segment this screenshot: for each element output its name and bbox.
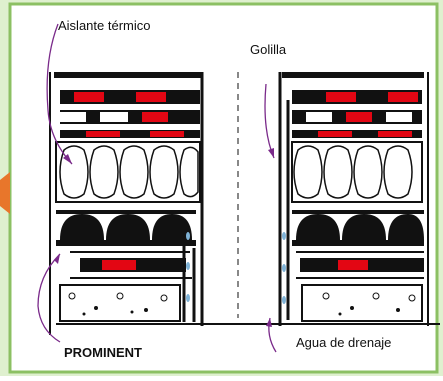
left-wall	[49, 72, 440, 335]
arrowhead-insulation	[63, 154, 72, 164]
label-prominent: PROMINENT	[64, 345, 142, 360]
arrowhead-washer	[268, 148, 274, 158]
label-washer: Golilla	[250, 42, 287, 57]
right-wall	[278, 72, 429, 326]
leader-insulation	[46, 23, 73, 165]
leader-lines	[37, 23, 277, 353]
orange-tab	[0, 172, 10, 214]
label-drainage: Agua de drenaje	[296, 335, 391, 350]
arrowhead-prominent	[54, 254, 60, 264]
arrowhead-drainage	[266, 318, 272, 327]
leader-prominent	[37, 253, 61, 343]
label-insulation: Aislante térmico	[58, 18, 150, 33]
